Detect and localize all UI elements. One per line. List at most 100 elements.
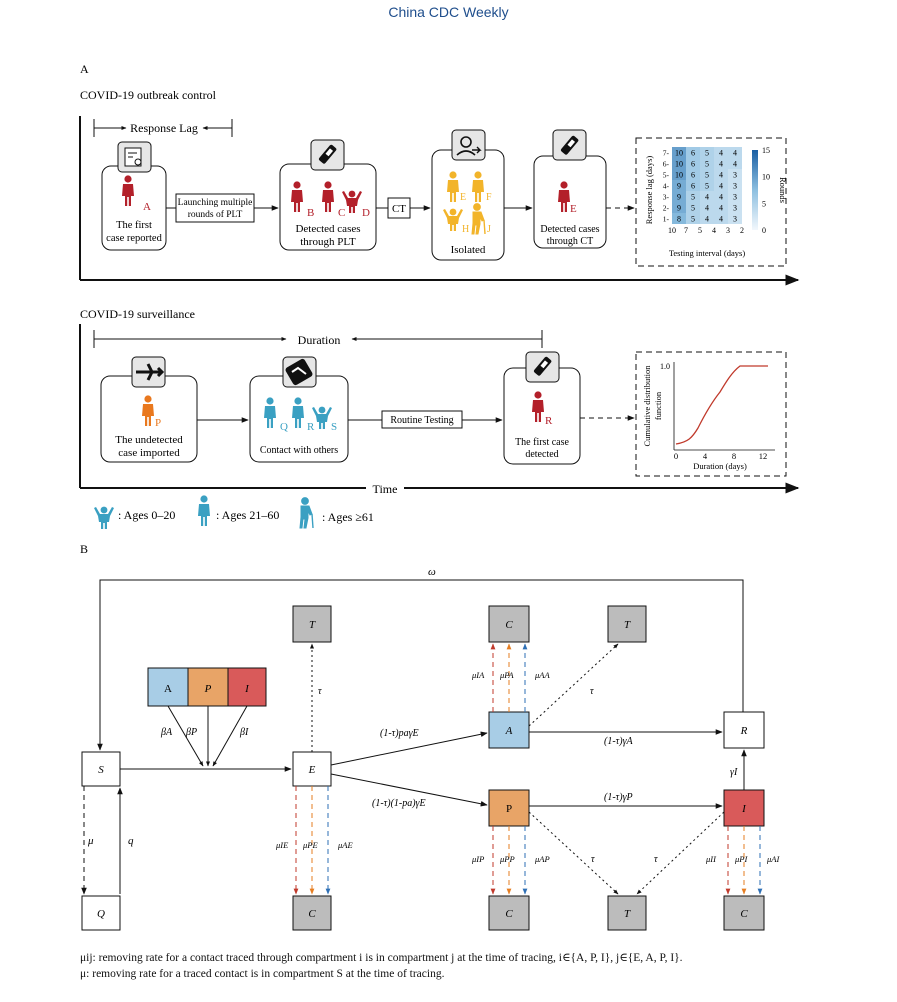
mu-ie: μIE: [275, 840, 289, 850]
legend-elder-icon: [299, 496, 314, 529]
tau-e: τ: [318, 686, 322, 697]
heatmap-cell-value: 6: [691, 182, 695, 191]
beta-a: βA: [160, 727, 173, 738]
heatmap-cell: [714, 202, 728, 213]
heatmap-cell: [686, 147, 700, 158]
p-to-i-label: (1-τ)γP: [604, 792, 633, 803]
heatmap-cell: [728, 158, 742, 169]
heatmap-xtick: 7: [684, 226, 688, 235]
heatmap-cell: [700, 213, 714, 224]
heatmap-cell-value: 9: [677, 182, 681, 191]
test-swab-icon-3: [533, 356, 552, 376]
heatmap-cell-value: 5: [691, 204, 695, 213]
heatmap-cell: [728, 147, 742, 158]
heatmap-cell-value: 4: [719, 193, 723, 202]
mu-ai: μAI: [766, 854, 780, 864]
routine-testing-label: Routine Testing: [390, 415, 453, 426]
node-i: I: [723, 789, 765, 827]
cdf-ylabel-2: function: [653, 391, 663, 420]
legend-adult-icon: [198, 495, 210, 526]
heatmap-cell: [686, 158, 700, 169]
svg-text:T: T: [624, 619, 631, 631]
heatmap-ylabel: Response lag (days): [644, 156, 654, 225]
isolated-box: E F H J Isolated: [431, 129, 505, 261]
svg-text:S: S: [98, 764, 104, 776]
person-r-letter: R: [307, 421, 315, 433]
box2-line2: through PLT: [300, 236, 356, 248]
node-t-top-right: T: [607, 605, 647, 643]
test-swab-icon-2: [560, 135, 579, 155]
person-c-letter: C: [338, 207, 345, 219]
test-swab-icon: [318, 144, 337, 164]
handshake-icon: [285, 358, 313, 386]
svg-text:T: T: [309, 619, 316, 631]
cdf-xtick-3: 12: [759, 451, 768, 461]
node-e: E: [292, 751, 332, 787]
person-e2-letter: E: [460, 192, 466, 203]
colorbar-tick: 15: [762, 146, 770, 155]
source-p: P: [204, 683, 212, 695]
legend-child-icon: [94, 506, 114, 529]
footnote-1: μij: removing rate for a contact traced …: [80, 952, 683, 964]
person-arrow-icon: [456, 136, 482, 156]
heatmap-cell: [672, 202, 686, 213]
svg-text:Q: Q: [97, 908, 105, 920]
person-r-red-letter: R: [545, 415, 553, 427]
heatmap-cell: [700, 180, 714, 191]
colorbar-tick: 5: [762, 199, 766, 208]
node-r: R: [723, 711, 765, 749]
heatmap-cell: [700, 169, 714, 180]
heatmap-cell: [672, 147, 686, 158]
footnotes: μij: removing rate for a contact traced …: [80, 950, 880, 982]
svg-text:P: P: [506, 803, 512, 815]
person-j-letter: J: [487, 224, 491, 235]
heatmap-cell-value: 4: [719, 160, 723, 169]
heatmap-yticks: 7-6-5-4-3-2-1-: [663, 149, 670, 224]
undetected-imported-box: P The undetected case imported: [100, 356, 198, 463]
heatmap-cell-value: 5: [705, 182, 709, 191]
svg-text:R: R: [740, 725, 748, 737]
heatmap-cell: [672, 180, 686, 191]
heatmap-cell-value: 6: [691, 149, 695, 158]
heatmap-colorbar: [752, 150, 758, 230]
person-p-letter: P: [155, 417, 161, 429]
heatmap-cell: [728, 191, 742, 202]
person-f-letter: F: [486, 192, 492, 203]
a-to-r-label: (1-τ)γA: [604, 736, 634, 747]
surv-box2-line1: Contact with others: [260, 445, 338, 456]
heatmap-ytick: 5-: [663, 171, 670, 180]
svg-text:T: T: [624, 908, 631, 920]
age-legend: : Ages 0–20 : Ages 21–60 : Ages ≥61: [94, 495, 374, 529]
mu-ia: μIA: [471, 670, 485, 680]
mu-pi: μPI: [734, 854, 748, 864]
mu-ip: μIP: [471, 854, 484, 864]
heatmap-cell: [714, 191, 728, 202]
heatmap-cell-value: 5: [705, 160, 709, 169]
surv-box1-line2: case imported: [118, 447, 180, 459]
node-s: S: [81, 751, 121, 787]
node-q: Q: [81, 895, 121, 931]
heatmap-cell: [714, 180, 728, 191]
heatmap-xlabel: Testing interval (days): [669, 248, 746, 258]
box4-line2: through CT: [547, 236, 593, 247]
node-c-top-a: C: [488, 605, 530, 643]
heatmap-cell: [686, 180, 700, 191]
source-i: I: [244, 683, 250, 695]
heatmap-cell: [714, 169, 728, 180]
heatmap-ytick: 4-: [663, 182, 670, 191]
heatmap-cell-value: 4: [705, 193, 709, 202]
mu-aa: μAA: [534, 670, 550, 680]
heatmap-xtick: 2: [740, 226, 744, 235]
i-to-r-label: γI: [730, 767, 738, 778]
source-a: A: [164, 683, 172, 695]
cdf-inset: 1.0 0 4 8 12 Duration (days) Cumulative …: [635, 351, 787, 477]
heatmap-cell-value: 5: [691, 193, 695, 202]
heatmap-cell-value: 5: [705, 171, 709, 180]
contact-with-others-box: Q R S Contact with others: [249, 356, 349, 463]
node-t-top-left: T: [292, 605, 332, 643]
heatmap-cell: [686, 191, 700, 202]
detected-ct-box: E Detected cases through CT: [533, 129, 607, 249]
heatmap-cell-value: 10: [675, 160, 683, 169]
svg-text:C: C: [740, 908, 748, 920]
heatmap-cell-value: 4: [733, 160, 737, 169]
